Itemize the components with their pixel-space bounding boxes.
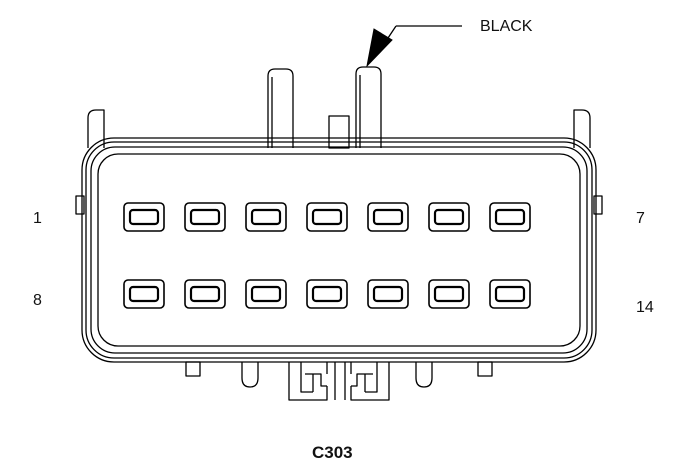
side-lug-right (593, 195, 603, 215)
terminal-cavity (367, 202, 409, 232)
bottom-tab-right (477, 361, 493, 377)
terminal-cavity (489, 279, 531, 309)
terminal-cavity (306, 279, 348, 309)
connector-housing (81, 137, 597, 363)
terminal-cavity (245, 279, 287, 309)
terminal-cavity (184, 202, 226, 232)
side-clip-left (87, 109, 105, 148)
terminal-cavity (428, 202, 470, 232)
latch-post-right (355, 66, 382, 148)
terminal-cavity (367, 279, 409, 309)
connector-id-label: C303 (312, 443, 353, 462)
bottom-hook-left (241, 362, 259, 388)
pin-label-bottom-left: 8 (33, 292, 42, 309)
latch-post-left (267, 68, 294, 148)
side-lug-left (75, 195, 85, 215)
bottom-tab-left (185, 361, 201, 377)
terminal-cavity (123, 279, 165, 309)
color-leader-line (383, 25, 462, 45)
terminal-cavity (428, 279, 470, 309)
lock-lever (288, 362, 390, 401)
bottom-hook-right (415, 362, 433, 388)
side-clip-right (573, 109, 591, 148)
terminal-cavity (489, 202, 531, 232)
color-label: BLACK (480, 18, 533, 35)
terminal-cavity (306, 202, 348, 232)
terminal-cavity (245, 202, 287, 232)
pin-label-top-left: 1 (33, 210, 42, 227)
pin-label-bottom-right: 14 (636, 299, 654, 316)
pin-label-top-right: 7 (636, 210, 645, 227)
center-key-tab (328, 115, 350, 149)
terminal-cavities (123, 202, 531, 309)
terminal-cavity (123, 202, 165, 232)
terminal-cavity (184, 279, 226, 309)
color-arrow-icon (366, 28, 393, 68)
